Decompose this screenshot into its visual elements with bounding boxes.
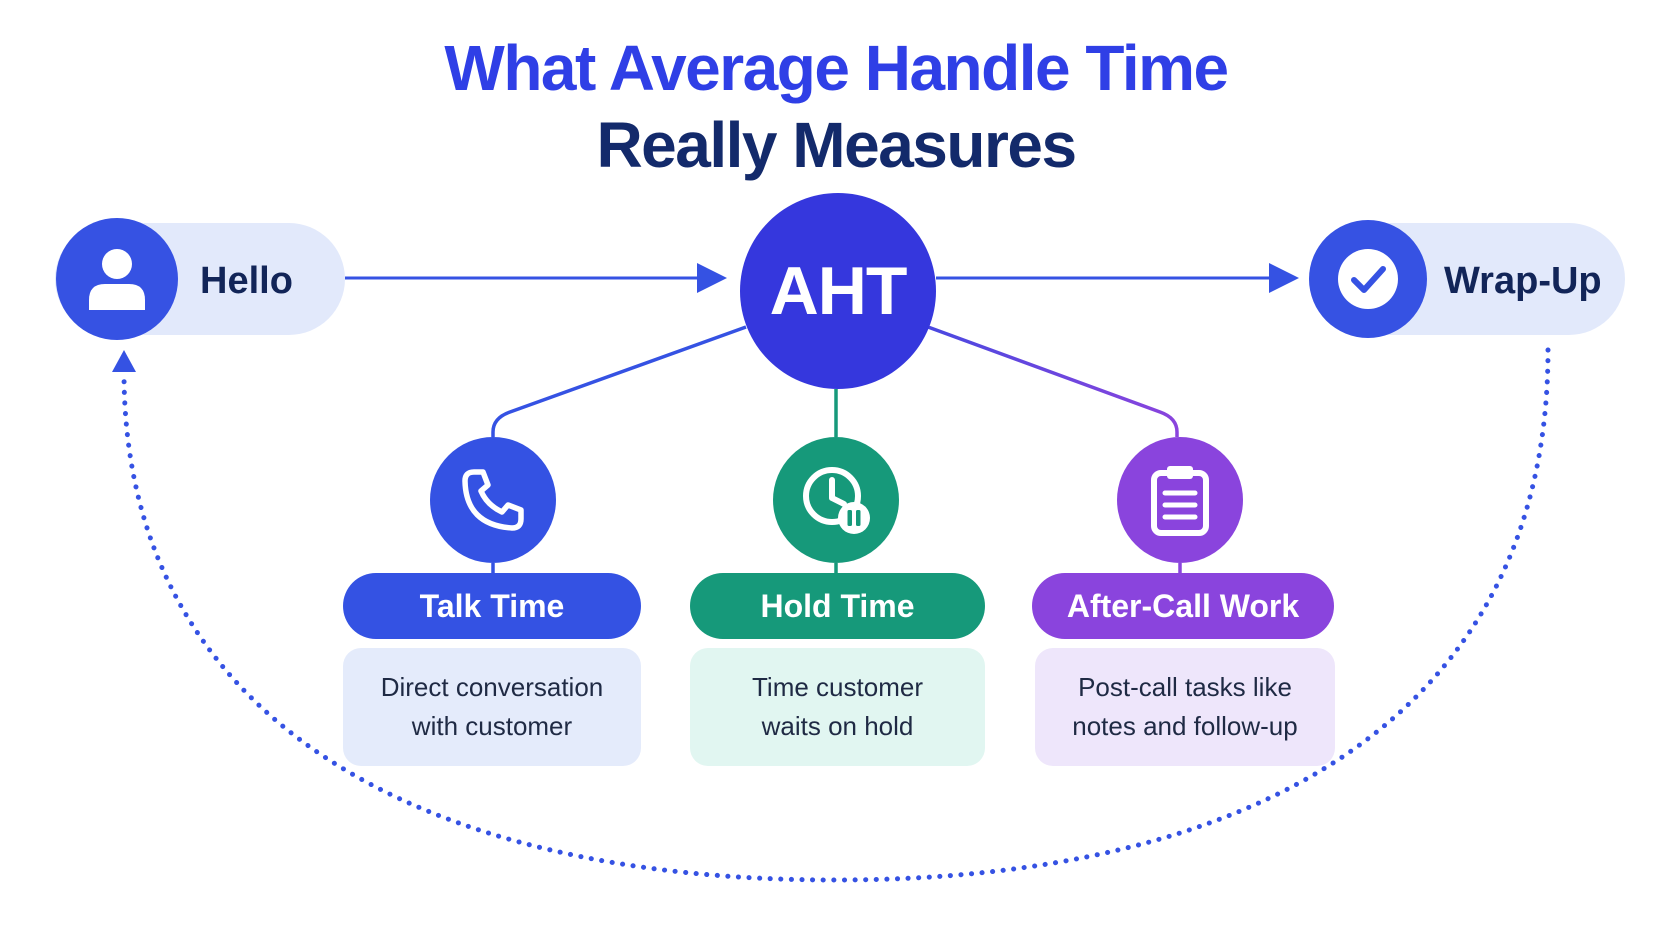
aht-circle: AHT: [740, 193, 936, 389]
user-icon: [89, 249, 145, 310]
talk-time-description: Direct conversation with customer: [343, 648, 641, 766]
talk-time-description-line-2: with customer: [411, 711, 573, 741]
after-call-work-description-line-1: Post-call tasks like: [1078, 672, 1292, 702]
clock-pause-icon: [803, 467, 870, 534]
connector-aht-to-talk: [491, 325, 747, 437]
hold-time-label: Hold Time: [690, 573, 985, 639]
after-call-work-description: Post-call tasks like notes and follow-up: [1035, 648, 1335, 766]
hold-time-description: Time customer waits on hold: [690, 648, 985, 766]
after-call-work-icon-circle: [1117, 437, 1243, 563]
hold-time-icon-circle: [773, 437, 899, 563]
wrapup-label: Wrap-Up: [1444, 260, 1602, 302]
loop-arrowhead: [112, 350, 136, 372]
hold-time-description-line-2: waits on hold: [761, 711, 914, 741]
talk-time-label: Talk Time: [343, 573, 641, 639]
hello-icon-circle: [56, 218, 178, 340]
wrapup-icon-circle: [1309, 220, 1427, 338]
checkmark-icon: [1338, 249, 1398, 309]
clipboard-icon: [1151, 466, 1209, 536]
dotted-return-loop: [121, 347, 1551, 883]
after-call-work-label: After-Call Work: [1032, 573, 1334, 639]
phone-icon: [462, 469, 524, 531]
talk-time-description-line-1: Direct conversation: [380, 672, 604, 702]
after-call-work-description-line-2: notes and follow-up: [1072, 711, 1298, 741]
title-line-2: Really Measures: [596, 109, 1077, 181]
hello-label: Hello: [200, 260, 293, 302]
hold-time-description-line-1: Time customer: [752, 672, 923, 702]
connector-aht-to-acw: [927, 325, 1179, 437]
title-line-1: What Average Handle Time: [444, 32, 1229, 104]
talk-time-icon-circle: [430, 437, 556, 563]
